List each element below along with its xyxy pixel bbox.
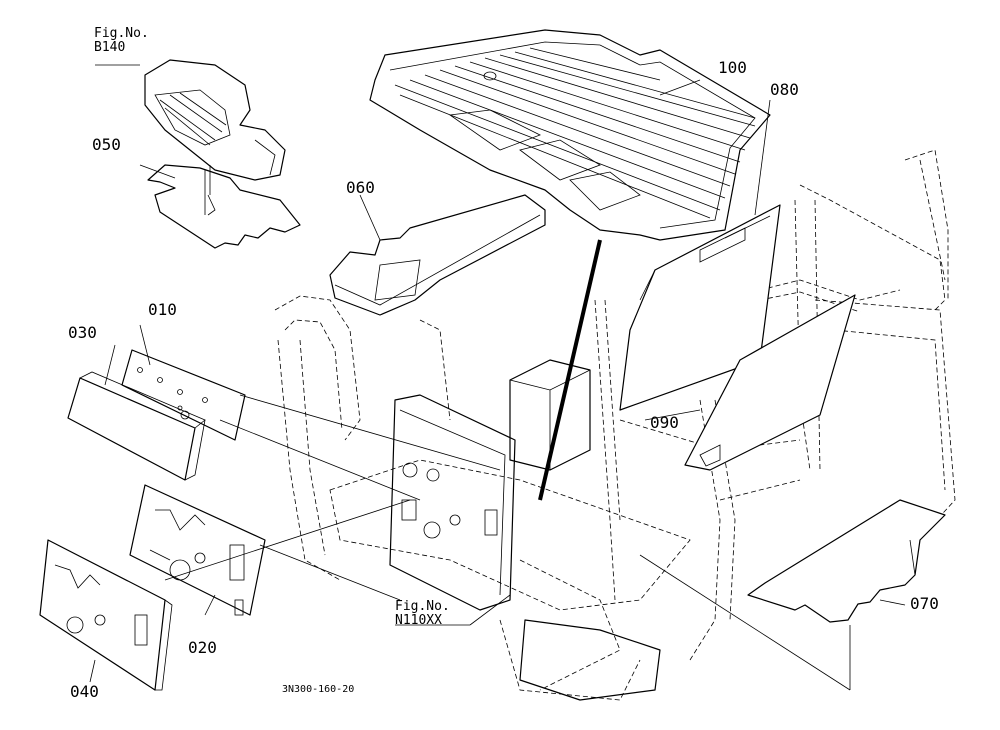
part-060-mat [329,194,546,316]
part-030-pad [67,371,206,481]
seat-b140 [144,59,286,181]
part-020-panel [129,484,266,616]
part-040-panel [39,539,173,691]
label-060: 060 [346,178,375,197]
figure-ref-b140-line1: Fig.No. [94,26,149,41]
label-090: 090 [650,413,679,432]
part-100-roof-panel [369,29,771,241]
part-070-mat [747,499,946,623]
label-080: 080 [770,80,799,99]
label-030: 030 [68,323,97,342]
label-040: 040 [70,682,99,701]
part-010-plate [121,349,246,441]
figure-ref-b140: Fig.No. B140 [94,26,149,56]
part-090-side-panel [684,294,856,471]
figure-ref-n110xx-line1: Fig.No. [395,599,450,614]
label-070: 070 [910,594,939,613]
label-100: 100 [718,58,747,77]
label-010: 010 [148,300,177,319]
leader-lines [89,64,906,691]
drawing-code: 3N300-160-20 [282,684,355,695]
label-020: 020 [188,638,217,657]
figure-ref-n110xx-line2: N110XX [395,613,442,629]
figure-ref-b140-line2: B140 [94,40,126,56]
figure-ref-n110xx: Fig.No. N110XX [395,599,450,629]
part-080-rear-panel [619,204,781,411]
label-050: 050 [92,135,121,154]
part-050-mat [147,164,301,249]
